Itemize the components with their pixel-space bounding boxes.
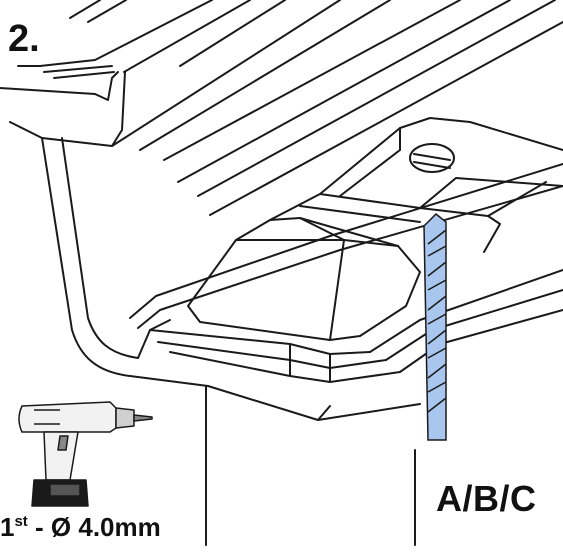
- bit-order: 1: [0, 512, 15, 542]
- screw-icon: [409, 143, 455, 173]
- drill-bit-size-label: 1st - Ø 4.0mm: [0, 512, 161, 543]
- mounting-plate: [269, 117, 563, 253]
- hinge-bracket: [129, 163, 563, 383]
- leader-lines: [205, 385, 416, 546]
- variant-label: A/B/C: [436, 478, 537, 519]
- recessed-pocket: [187, 217, 421, 341]
- bit-order-suffix: st: [14, 513, 28, 530]
- cabinet-side-panel: [41, 137, 421, 421]
- bit-size: - Ø 4.0mm: [27, 512, 161, 542]
- cabinet-frame-lines: [0, 0, 563, 216]
- cordless-drill-icon: [18, 401, 153, 507]
- step-number: 2.: [8, 18, 40, 60]
- drill-bit-icon: [423, 212, 447, 441]
